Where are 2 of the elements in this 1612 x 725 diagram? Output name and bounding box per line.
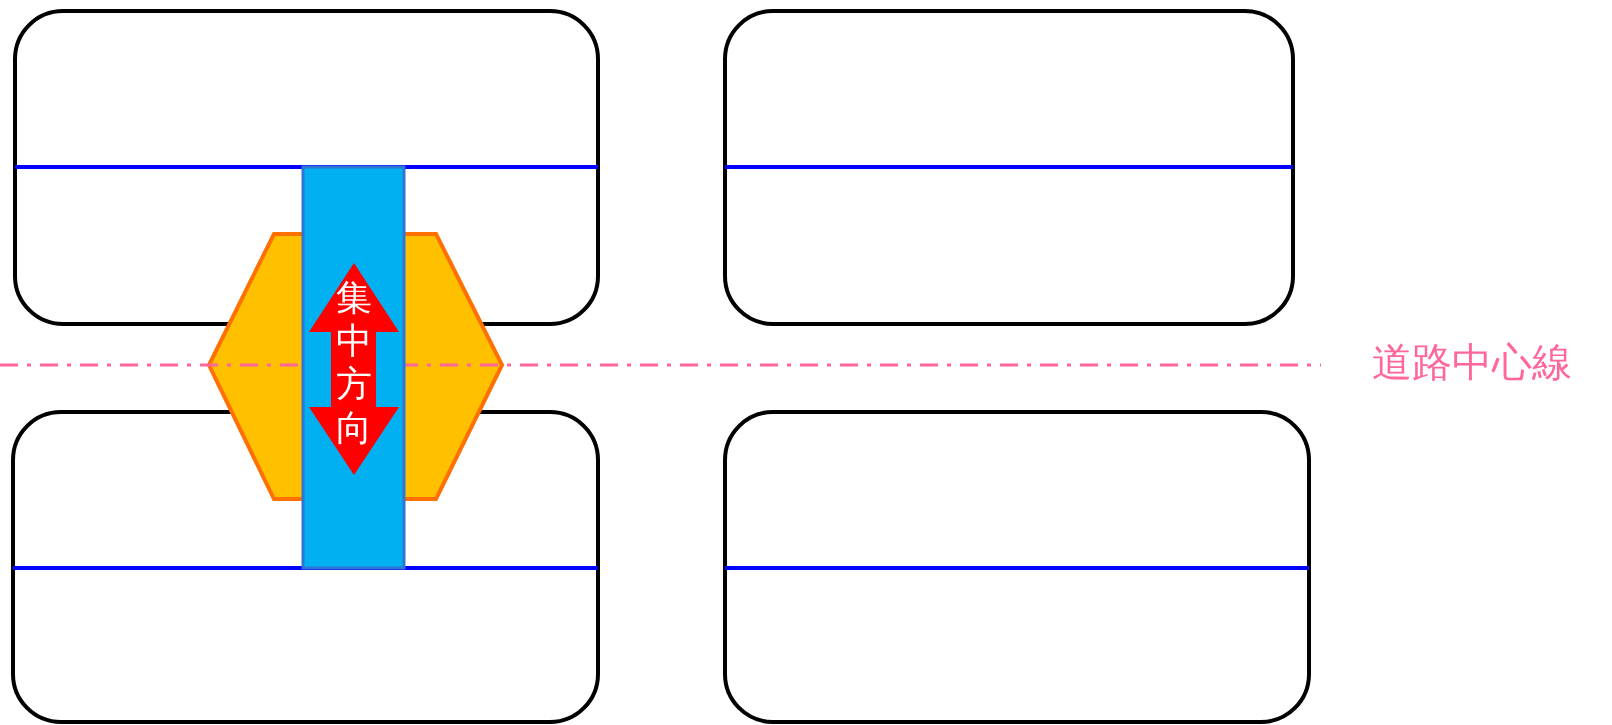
arrow-label: 集中方向 [336,276,372,449]
center-line-label: 道路中心線 [1372,342,1572,382]
